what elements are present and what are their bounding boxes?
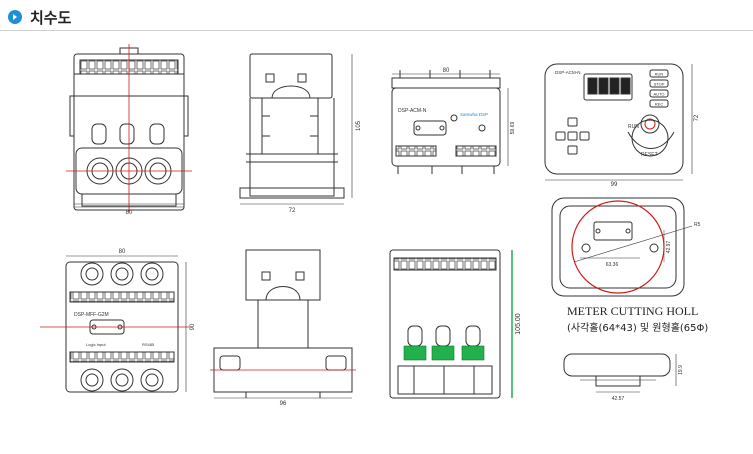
mff-terminal-label: Logic Input <box>86 342 106 347</box>
dim-cut-r: R5 <box>694 222 701 228</box>
panel-reset-label: RESET <box>641 152 658 158</box>
view9-dims <box>596 354 677 393</box>
panel-side-btn-4: REC <box>655 102 664 107</box>
cutting-circle <box>571 200 665 294</box>
panel-side-btn-2: STOP <box>654 82 665 87</box>
dim-cut-h: 42.97 <box>666 241 672 254</box>
view1-red-centerlines <box>66 44 192 212</box>
view7-green-terminals <box>403 345 485 361</box>
cutting-subtitle: (사각홀(64*43) 및 원형홀(65Φ) <box>567 323 709 334</box>
panel-side-btn-3: AUTO <box>653 92 664 97</box>
mff-model-label: DSP-MFF-G2M <box>74 312 109 318</box>
view-mff-rear <box>389 249 501 399</box>
panel-model-label: DSP-ACM-N <box>555 70 581 75</box>
panel-run-label: RUN <box>628 124 639 130</box>
header-divider <box>0 30 753 31</box>
dim-v1-width: 80 <box>126 210 133 216</box>
view2-dims <box>240 54 353 205</box>
dim-v3-height: 59.69 <box>510 122 516 135</box>
dim-v3-width: 80 <box>443 68 450 74</box>
dim-v5-height: 90 <box>190 323 196 330</box>
acm-brand-label: Samwha DSP <box>460 112 488 117</box>
chevron-right-circle-icon <box>8 10 22 24</box>
view-depth <box>563 353 671 387</box>
view-panel <box>544 63 684 175</box>
view-acm <box>391 70 501 174</box>
view-mff <box>65 261 179 393</box>
view5-dims <box>66 255 187 392</box>
panel-side-btn-1: RUN <box>655 72 664 77</box>
dim-v2-height: 105 <box>356 120 362 131</box>
view-mff-side <box>213 249 353 398</box>
view-cutting <box>551 197 685 297</box>
dim-v4-height: 72 <box>694 114 700 121</box>
dim-v9-width: 42.57 <box>612 396 625 402</box>
dim-v4-width: 99 <box>611 182 618 188</box>
view-side <box>239 53 345 199</box>
view4-dims <box>545 64 693 181</box>
cutting-leader <box>573 225 693 263</box>
dim-v7-height: 105.00 <box>515 313 522 335</box>
mff-rs485-label: RS485 <box>142 342 155 347</box>
dim-v9-depth: 19.9 <box>678 365 684 375</box>
section-header: 치수도 <box>8 6 71 28</box>
dim-cut-w: 63.36 <box>606 262 619 268</box>
page-title: 치수도 <box>30 8 72 27</box>
view3-dims <box>392 73 509 166</box>
cutting-title: METER CUTTING HOLL <box>567 304 699 318</box>
acm-model-label: DSP-ACM-N <box>398 108 427 114</box>
dim-v2-width: 72 <box>289 208 296 214</box>
dim-v6-width: 96 <box>280 401 287 407</box>
dim-v5-width: 80 <box>119 249 126 255</box>
